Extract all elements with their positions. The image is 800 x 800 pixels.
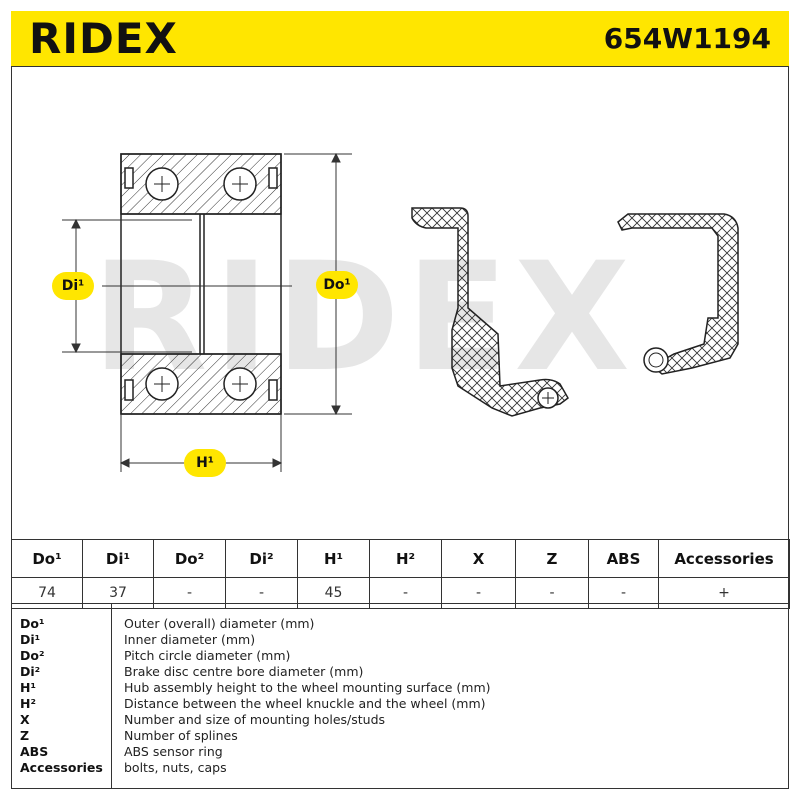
legend-description: Inner diameter (mm): [124, 632, 256, 647]
bearing-drawing: [62, 152, 739, 472]
dimension-label-di: Di¹: [52, 272, 94, 300]
legend-row: H¹ Hub assembly height to the wheel moun…: [11, 680, 789, 696]
spec-header-cell: Z: [515, 539, 589, 578]
legend-divider: [111, 604, 112, 789]
seal-profile-right: [617, 213, 739, 375]
spec-header-cell: Accessories: [658, 539, 790, 578]
legend-description: Brake disc centre bore diameter (mm): [124, 664, 364, 679]
spec-header-cell: X: [441, 539, 516, 578]
legend-row: ABS ABS sensor ring: [11, 744, 789, 760]
legend-description: Distance between the wheel knuckle and t…: [124, 696, 486, 711]
spec-header-cell: H¹: [297, 539, 370, 578]
legend-description: Hub assembly height to the wheel mountin…: [124, 680, 491, 695]
legend-key: Di¹: [20, 632, 41, 647]
legend-description: Number of splines: [124, 728, 238, 743]
bearing-section: [120, 153, 282, 415]
legend-row: Z Number of splines: [11, 728, 789, 744]
legend-key: Do¹: [20, 616, 45, 631]
legend-description: bolts, nuts, caps: [124, 760, 227, 775]
header-bar: RIDEX 654W1194: [11, 11, 789, 67]
part-number: 654W1194: [603, 22, 771, 55]
legend-description: Outer (overall) diameter (mm): [124, 616, 315, 631]
legend-key: Accessories: [20, 760, 103, 775]
legend: Do¹ Outer (overall) diameter (mm) Di¹ In…: [11, 603, 789, 789]
legend-key: Do²: [20, 648, 45, 663]
dimension-label-do: Do¹: [316, 271, 358, 299]
spec-header-cell: Do²: [153, 539, 226, 578]
legend-key: X: [20, 712, 30, 727]
legend-key: H¹: [20, 680, 36, 695]
spec-header-cell: Di²: [225, 539, 298, 578]
legend-row: Do¹ Outer (overall) diameter (mm): [11, 616, 789, 632]
legend-description: Number and size of mounting holes/studs: [124, 712, 386, 727]
legend-key: Z: [20, 728, 30, 743]
dimension-label-h: H¹: [184, 449, 226, 477]
spec-header-row: Do¹ Di¹ Do² Di² H¹ H² X Z ABS Accessorie…: [11, 539, 790, 578]
legend-row: Di² Brake disc centre bore diameter (mm): [11, 664, 789, 680]
legend-row: H² Distance between the wheel knuckle an…: [11, 696, 789, 712]
spec-header-cell: ABS: [588, 539, 659, 578]
legend-key: Di²: [20, 664, 41, 679]
spec-header-cell: Do¹: [11, 539, 83, 578]
legend-row: X Number and size of mounting holes/stud…: [11, 712, 789, 728]
legend-row: Accessories bolts, nuts, caps: [11, 760, 789, 776]
spec-header-cell: H²: [369, 539, 442, 578]
legend-row: Do² Pitch circle diameter (mm): [11, 648, 789, 664]
spec-header-cell: Di¹: [82, 539, 154, 578]
technical-drawing: RIDEX: [12, 68, 788, 538]
seal-profile-left: [411, 207, 569, 417]
legend-key: ABS: [20, 744, 49, 759]
legend-description: ABS sensor ring: [124, 744, 223, 759]
legend-description: Pitch circle diameter (mm): [124, 648, 291, 663]
legend-key: H²: [20, 696, 36, 711]
brand-logo: RIDEX: [29, 14, 178, 63]
spec-table: Do¹ Di¹ Do² Di² H¹ H² X Z ABS Accessorie…: [11, 539, 790, 609]
legend-row: Di¹ Inner diameter (mm): [11, 632, 789, 648]
